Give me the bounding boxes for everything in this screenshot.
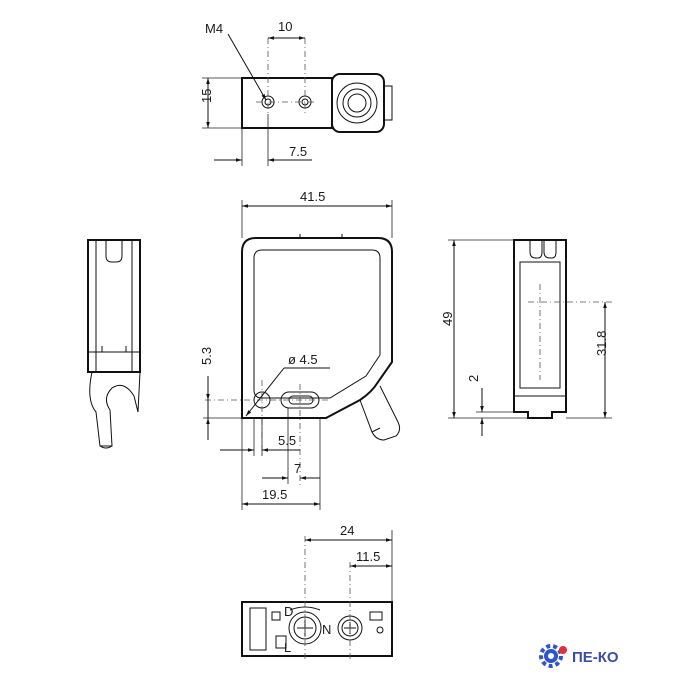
bottom-width-label: 24 <box>340 523 354 538</box>
logo-text: ПЕ-КО <box>572 649 619 666</box>
hole-diameter-label: ø 4.5 <box>288 352 318 367</box>
width-label: 41.5 <box>300 189 325 204</box>
dial-marking-n: N <box>322 622 331 637</box>
base-step-label: 2 <box>466 375 481 382</box>
optical-axis-label: 31.8 <box>594 331 609 356</box>
hole-offset-label: 5.5 <box>278 433 296 448</box>
top-view: M4 10 15 7.5 <box>199 19 393 166</box>
company-logo: ПЕ-КО <box>539 644 619 668</box>
front-view: 41.5 5.3 ø 4.5 5.5 7 19.5 <box>199 189 401 510</box>
top-offset-label: 7.5 <box>289 144 307 159</box>
dial-marking-l: L <box>284 640 291 655</box>
hole-height-label: 5.3 <box>199 347 214 365</box>
dial-marking: D <box>284 604 293 619</box>
right-side-view: 49 31.8 2 <box>440 239 612 436</box>
bottom-offset-label: 11.5 <box>356 549 380 564</box>
hole-spacing-label: 10 <box>278 19 292 34</box>
slot-position-label: 19.5 <box>262 487 287 502</box>
slot-length-label: 7 <box>294 461 301 476</box>
top-height-label: 15 <box>199 89 214 103</box>
bottom-view: D L N 24 11.5 <box>241 523 393 660</box>
left-side-view <box>87 239 141 449</box>
height-label: 49 <box>440 312 455 326</box>
gear-icon <box>539 644 567 668</box>
thread-label: M4 <box>205 21 223 36</box>
